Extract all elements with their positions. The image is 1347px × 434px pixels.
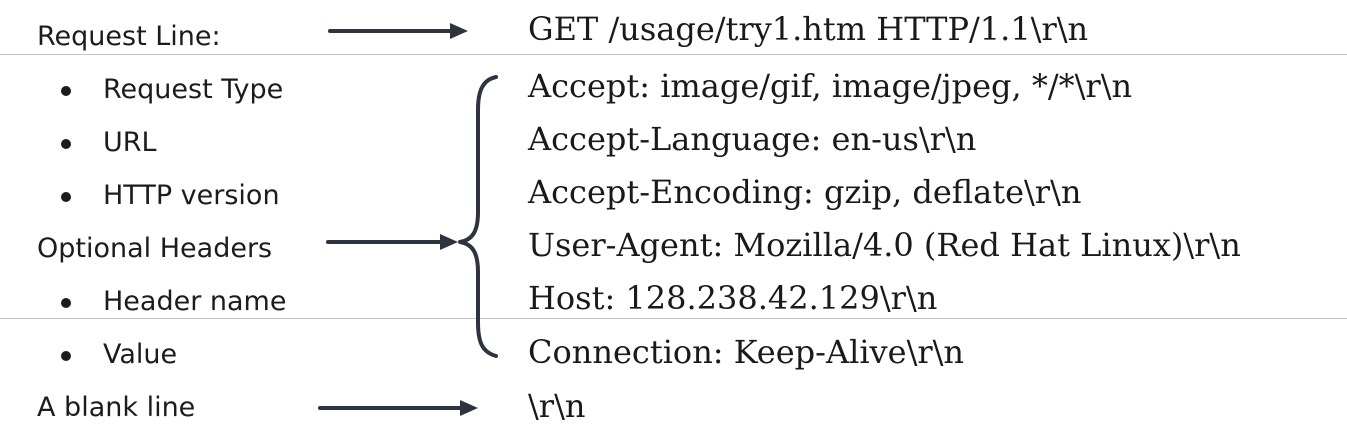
request-line-label: Request Line: [37, 21, 221, 52]
item-request-type: Request Type [103, 74, 284, 105]
optional-headers-label: Optional Headers [37, 233, 273, 264]
header-accept-encoding: Accept-Encoding: gzip, deflate\r\n [528, 173, 1082, 211]
header-user-agent: User-Agent: Mozilla/4.0 (Red Hat Linux)\… [528, 226, 1241, 264]
header-host: Host: 128.238.42.129\r\n [528, 279, 938, 317]
item-url: URL [103, 127, 157, 158]
header-accept: Accept: image/gif, image/jpeg, */*\r\n [528, 67, 1133, 105]
header-accept-language: Accept-Language: en-us\r\n [528, 120, 977, 158]
arrow-optional-headers [326, 234, 458, 250]
bullet-value [61, 351, 71, 361]
arrow-blank-line [318, 400, 478, 416]
curly-brace [458, 75, 498, 358]
blank-line-label: A blank line [37, 392, 196, 423]
divider-middle [0, 318, 1347, 319]
divider-top [0, 54, 1347, 55]
bullet-url [61, 139, 71, 149]
blank-line-text: \r\n [528, 387, 586, 425]
item-value: Value [103, 339, 178, 370]
bullet-request-type [61, 86, 71, 96]
item-header-name: Header name [103, 286, 287, 317]
bullet-header-name [61, 298, 71, 308]
item-http-version: HTTP version [103, 180, 280, 211]
bullet-http-version [61, 192, 71, 202]
request-line-text: GET /usage/try1.htm HTTP/1.1\r\n [528, 10, 1089, 48]
arrow-request-line [328, 23, 468, 39]
header-connection: Connection: Keep-Alive\r\n [528, 333, 965, 371]
